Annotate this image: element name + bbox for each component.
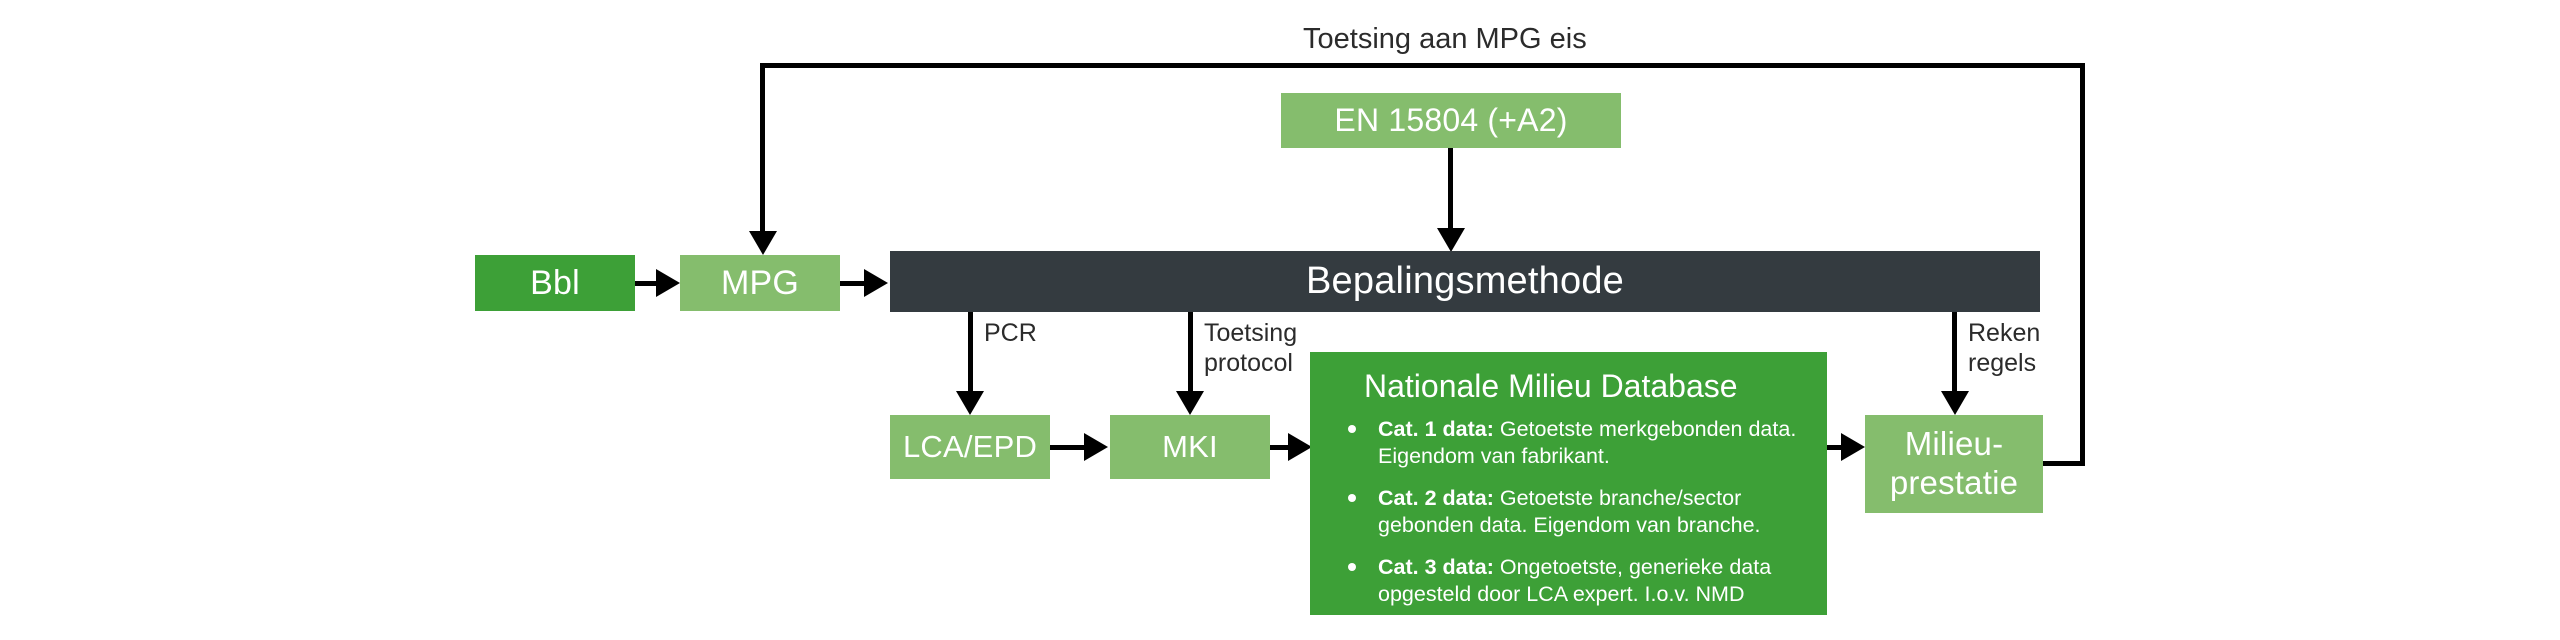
- edge-nmd-to-milieuprestatie: [1827, 444, 1843, 450]
- edge-bepalingsmethode-to-mki: [1187, 312, 1193, 391]
- panel-nationale-milieu-database[interactable]: Nationale Milieu Database Cat. 1 data: G…: [1310, 352, 1827, 615]
- bullet-dot-icon: [1348, 493, 1356, 502]
- list-item: Cat. 2 data: Getoetste branche/sector ge…: [1332, 485, 1805, 539]
- edge-lca-to-mki-arrowhead: [1084, 433, 1108, 461]
- list-item-term: Cat. 3 data:: [1378, 554, 1494, 579]
- edge-reken-regels-arrowhead: [1940, 391, 1969, 415]
- edge-bepalingsmethode-to-milieuprestatie: [1952, 312, 1957, 391]
- node-mki[interactable]: MKI: [1110, 415, 1270, 479]
- bullet-dot-icon: [1348, 562, 1356, 571]
- edge-en15804-to-bepalingsmethode: [1448, 148, 1453, 228]
- edge-label-toetsing-protocol: Toetsing protocol: [1204, 319, 1298, 377]
- node-milieu-prestatie[interactable]: Milieu- prestatie: [1865, 415, 2043, 513]
- feedback-loop-stub-right: [2040, 461, 2085, 466]
- list-item: Cat. 1 data: Getoetste merkgebonden data…: [1332, 416, 1805, 470]
- edge-nmd-to-milieuprestatie-arrowhead: [1841, 433, 1865, 461]
- panel-bullet-list: Cat. 1 data: Getoetste merkgebonden data…: [1332, 416, 1805, 608]
- edge-label-reken-regels: Reken regels: [1968, 319, 2041, 377]
- feedback-loop-top: [760, 63, 2085, 68]
- feedback-loop-riser-right: [2080, 63, 2085, 466]
- edge-label-pcr: PCR: [984, 319, 1037, 347]
- node-bbl[interactable]: Bbl: [475, 255, 635, 311]
- edge-mpg-to-bepalingsmethode-arrowhead: [864, 269, 888, 297]
- edge-lca-to-mki: [1050, 444, 1086, 450]
- panel-title: Nationale Milieu Database: [1364, 368, 1738, 404]
- node-mpg[interactable]: MPG: [680, 255, 840, 311]
- edge-bbl-to-mpg-arrowhead: [656, 269, 680, 297]
- edge-mki-to-nmd: [1270, 444, 1290, 450]
- feedback-loop-arrowhead: [748, 231, 777, 255]
- edge-bbl-to-mpg: [635, 280, 659, 286]
- list-item-text: Getoetste branche/sector gebonden data. …: [1378, 485, 1761, 537]
- node-bepalingsmethode[interactable]: Bepalingsmethode: [890, 251, 2040, 312]
- list-item-text: Getoetste merkgebonden data. Eigendom va…: [1378, 416, 1797, 468]
- feedback-loop-drop-left: [760, 63, 765, 231]
- node-en-15804[interactable]: EN 15804 (+A2): [1281, 93, 1621, 148]
- edge-en15804-arrowhead: [1436, 228, 1465, 252]
- list-item: Cat. 3 data: Ongetoetste, generieke data…: [1332, 554, 1805, 608]
- edge-label-toetsing-aan-mpg-eis: Toetsing aan MPG eis: [1303, 23, 1587, 55]
- edge-mki-to-nmd-arrowhead: [1288, 433, 1312, 461]
- list-item-term: Cat. 1 data:: [1378, 416, 1494, 441]
- edge-mpg-to-bepalingsmethode: [840, 280, 866, 286]
- list-item-term: Cat. 2 data:: [1378, 485, 1494, 510]
- node-lca-epd[interactable]: LCA/EPD: [890, 415, 1050, 479]
- bullet-dot-icon: [1348, 424, 1356, 433]
- edge-bepalingsmethode-to-lca: [967, 312, 973, 391]
- list-item-text: Ongetoetste, generieke data opgesteld do…: [1378, 554, 1772, 606]
- edge-pcr-arrowhead: [956, 391, 984, 415]
- edge-toetsing-protocol-arrowhead: [1176, 391, 1204, 415]
